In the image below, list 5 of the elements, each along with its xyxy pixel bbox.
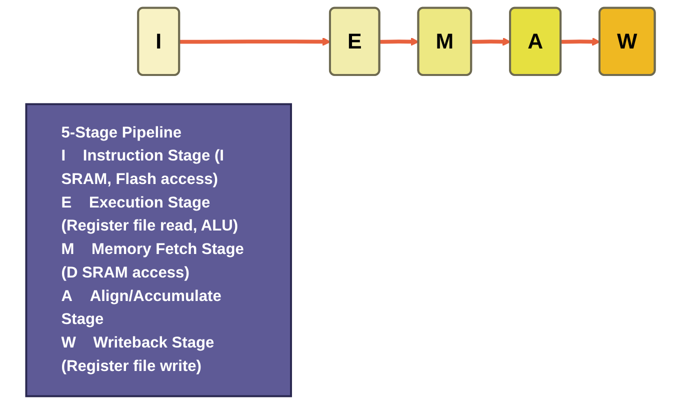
node-box: 5-Stage Pipeline I Instruction Stage (I SRAM, Flash access) E Execution Stage (Register file read, ALU) M Memory Fetch Stage (D SRAM access) A Align/Accumulate Stage W Writeback Stage (Register file write) — [25, 103, 292, 398]
arrow — [380, 37, 420, 46]
arrow — [561, 37, 600, 46]
arrow — [180, 37, 331, 46]
arrow — [472, 37, 511, 46]
